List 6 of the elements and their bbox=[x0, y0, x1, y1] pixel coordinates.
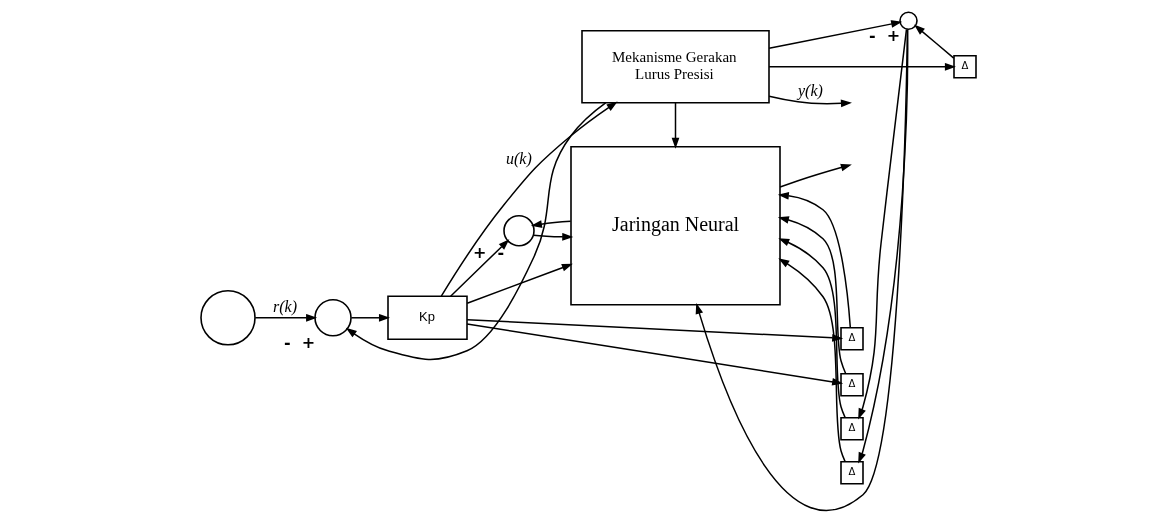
node-label: - + bbox=[868, 26, 900, 46]
edge-label: r(k) bbox=[272, 297, 297, 315]
edge-label: u(k) bbox=[505, 149, 532, 167]
node-label: + - bbox=[472, 242, 504, 262]
edge-label: y(k) bbox=[797, 81, 823, 99]
node-label: - + bbox=[283, 332, 315, 352]
